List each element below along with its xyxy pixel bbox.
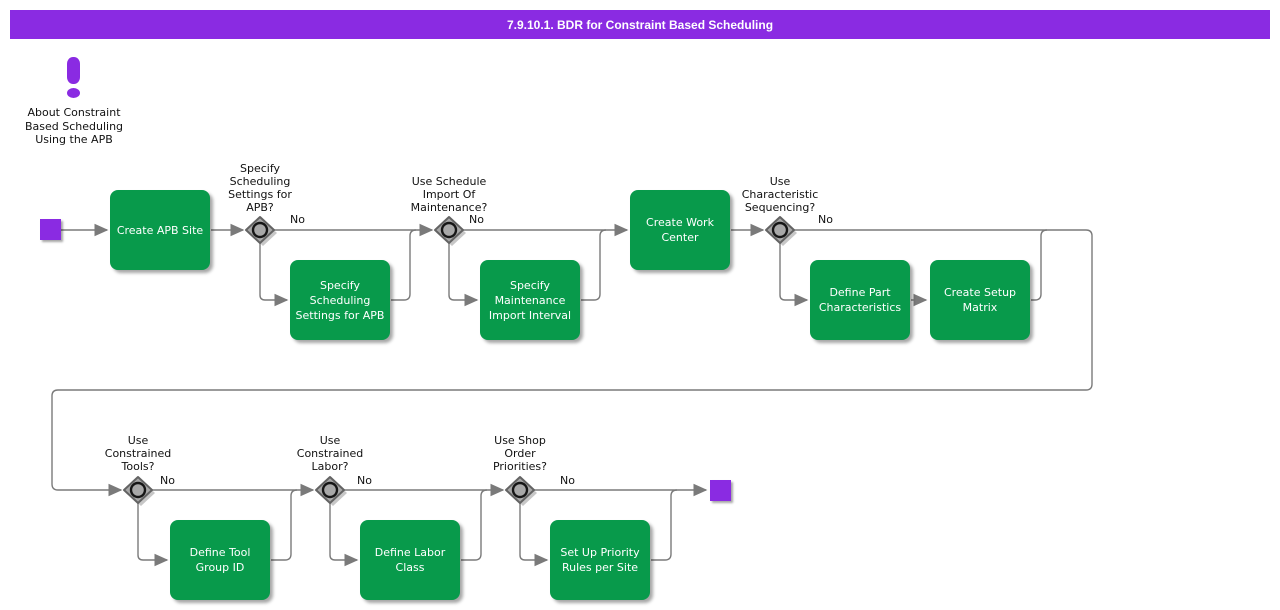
decision-question-use-characteristic-sequencing: Use Characteristic Sequencing? bbox=[741, 175, 819, 214]
decision-gateway-use-characteristic-sequencing bbox=[765, 216, 797, 246]
exclamation-bar bbox=[66, 57, 80, 84]
task-create-setup-matrix[interactable]: Create Setup Matrix bbox=[930, 260, 1030, 340]
task-label: Define Part Characteristics bbox=[818, 286, 902, 314]
connector-decision4-yes-down bbox=[137, 503, 169, 567]
connector-decision2-yes-down bbox=[448, 243, 479, 307]
connector-setup-matrix-merge-up bbox=[1031, 229, 1048, 301]
decision-question-use-schedule-import: Use Schedule Import Of Maintenance? bbox=[410, 175, 488, 214]
decision-question-use-shop-order-priorities: Use Shop Order Priorities? bbox=[492, 434, 548, 473]
task-label: Define Tool Group ID bbox=[189, 546, 251, 574]
decision-question-specify-scheduling: Specify Scheduling Settings for APB? bbox=[228, 162, 292, 214]
exclamation-icon[interactable] bbox=[64, 57, 82, 101]
decision-gateway-use-schedule-import bbox=[434, 216, 466, 246]
decision-gateway-specify-scheduling-settings bbox=[245, 216, 277, 246]
no-branch-label: No bbox=[290, 213, 305, 226]
no-branch-label: No bbox=[160, 474, 175, 487]
start-node bbox=[40, 219, 61, 240]
no-branch-label: No bbox=[818, 213, 833, 226]
task-set-up-priority-rules-per-site[interactable]: Set Up Priority Rules per Site bbox=[550, 520, 650, 600]
connector-decision3-no-wrap-to-decision4 bbox=[51, 229, 1093, 497]
end-node bbox=[710, 480, 731, 501]
task-specify-maintenance-import-interval[interactable]: Specify Maintenance Import Interval bbox=[480, 260, 580, 340]
exclamation-dot bbox=[66, 88, 80, 98]
about-note-link[interactable]: About Constraint Based Scheduling Using … bbox=[24, 106, 124, 146]
decision-question-use-constrained-labor: Use Constrained Labor? bbox=[296, 434, 364, 473]
task-label: Create Work Center bbox=[646, 216, 714, 244]
task-define-labor-class[interactable]: Define Labor Class bbox=[360, 520, 460, 600]
task-label: Specify Scheduling Settings for APB bbox=[295, 278, 385, 322]
connector-decision5-yes-down bbox=[329, 503, 359, 567]
connector-decision6-yes-down bbox=[519, 503, 549, 567]
no-branch-label: No bbox=[357, 474, 372, 487]
task-label: Define Labor Class bbox=[374, 546, 446, 574]
task-specify-scheduling-settings-for-apb[interactable]: Specify Scheduling Settings for APB bbox=[290, 260, 390, 340]
task-label: Set Up Priority Rules per Site bbox=[560, 546, 640, 574]
connector-labor-class-merge-up bbox=[461, 489, 488, 561]
task-create-apb-site[interactable]: Create APB Site bbox=[110, 190, 210, 270]
decision-gateway-use-constrained-labor bbox=[315, 476, 347, 506]
connector-task3-merge-up bbox=[581, 229, 607, 301]
page-title: 7.9.10.1. BDR for Constraint Based Sched… bbox=[10, 10, 1270, 39]
decision-gateway-use-constrained-tools bbox=[123, 476, 155, 506]
connector-decision3-yes-down bbox=[779, 243, 809, 307]
task-label: Create APB Site bbox=[116, 223, 204, 237]
decision-question-use-constrained-tools: Use Constrained Tools? bbox=[104, 434, 172, 473]
connector-priority-rules-merge-up bbox=[651, 489, 678, 561]
task-define-tool-group-id[interactable]: Define Tool Group ID bbox=[170, 520, 270, 600]
task-label: Specify Maintenance Import Interval bbox=[488, 278, 572, 322]
connector-decision1-yes-down bbox=[259, 243, 289, 307]
task-define-part-characteristics[interactable]: Define Part Characteristics bbox=[810, 260, 910, 340]
connector-tool-group-merge-up bbox=[271, 489, 298, 561]
no-branch-label: No bbox=[560, 474, 575, 487]
no-branch-label: No bbox=[469, 213, 484, 226]
task-label: Create Setup Matrix bbox=[943, 286, 1017, 314]
task-create-work-center[interactable]: Create Work Center bbox=[630, 190, 730, 270]
connector-task2-merge-up bbox=[391, 229, 417, 301]
decision-gateway-use-shop-order-priorities bbox=[505, 476, 537, 506]
